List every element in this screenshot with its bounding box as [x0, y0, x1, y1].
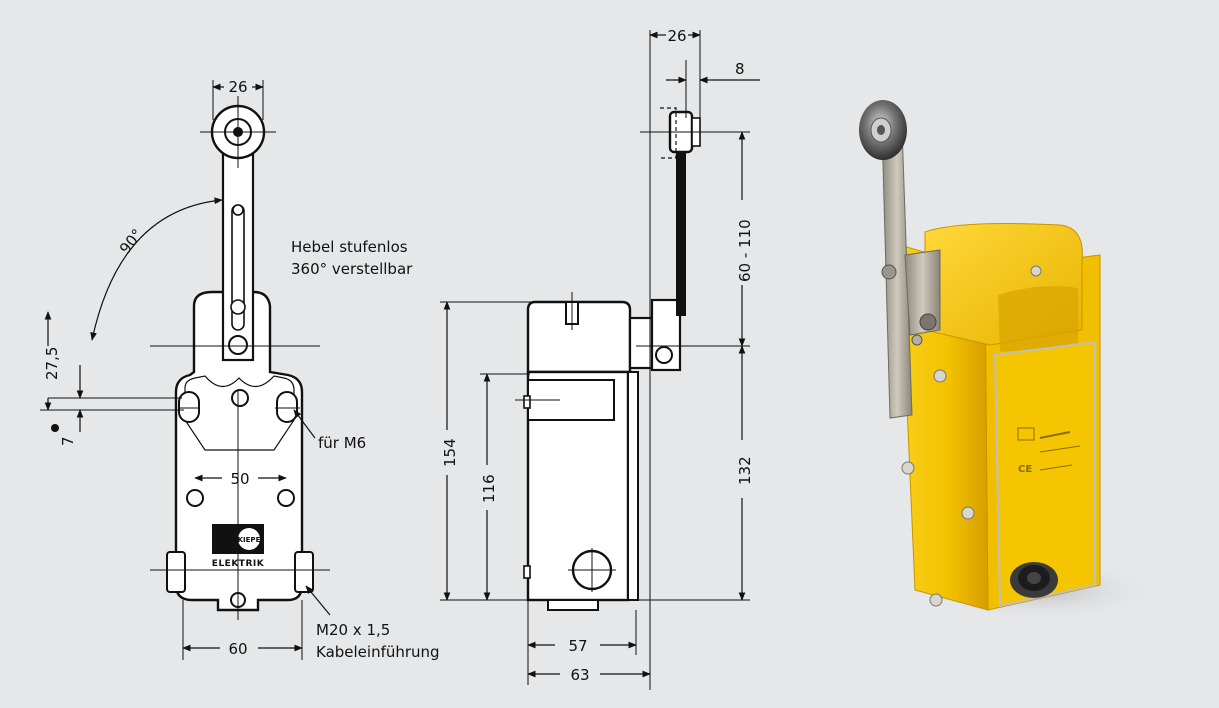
svg-text:154: 154	[441, 438, 459, 467]
svg-text:CE: CE	[1018, 464, 1032, 475]
side-dim-roller-offset: 8	[666, 60, 760, 118]
front-dim-lever-offset: 27,5	[43, 311, 84, 399]
front-view: KIEPE ELEKTRIK 26 90°	[40, 78, 440, 661]
svg-text:7: 7	[59, 436, 77, 446]
front-cable-entry-right	[294, 551, 314, 593]
svg-text:90°: 90°	[116, 225, 147, 257]
front-dim-mount-offset: 7	[44, 398, 84, 446]
side-dim-total-height: 154	[441, 301, 459, 601]
cable-note-line2: Kabeleinführung	[316, 643, 440, 661]
svg-text:26: 26	[228, 78, 247, 96]
side-view: 26 8 60 - 110 132 154	[440, 27, 760, 690]
lever-note-line2: 360° verstellbar	[291, 260, 413, 278]
svg-text:KIEPE: KIEPE	[238, 536, 261, 544]
cable-note-line1: M20 x 1,5	[316, 621, 390, 639]
svg-text:63: 63	[570, 666, 589, 684]
front-cable-entry-left	[166, 551, 186, 593]
front-dim-top-width: 26	[212, 78, 264, 120]
svg-text:116: 116	[480, 474, 498, 503]
side-dim-lever-range: 60 - 110	[736, 131, 754, 347]
svg-text:8: 8	[735, 60, 745, 78]
front-dim-hole-spacing: 50	[194, 470, 287, 488]
front-dim-base-width: 60	[182, 600, 303, 660]
front-mount-slot-left	[178, 391, 200, 423]
side-dim-roller-width: 26	[649, 27, 701, 45]
svg-text:60 - 110: 60 - 110	[736, 219, 754, 282]
photo-screws	[901, 265, 1042, 607]
product-photo: CE	[859, 100, 1160, 622]
side-dim-depth-outer: 63	[527, 666, 651, 684]
svg-text:57: 57	[568, 637, 587, 655]
lever-note-line1: Hebel stufenlos	[291, 238, 408, 256]
svg-text:60: 60	[228, 640, 247, 658]
svg-text:50: 50	[230, 470, 249, 488]
side-centerlines	[440, 30, 750, 690]
svg-text:132: 132	[736, 456, 754, 485]
side-lever-arm	[676, 120, 686, 316]
side-dim-body-height: 116	[480, 373, 498, 601]
svg-text:26: 26	[667, 27, 686, 45]
side-dim-lever-height: 132	[736, 345, 754, 601]
svg-text:27,5: 27,5	[43, 347, 61, 380]
photo-roller	[859, 100, 907, 160]
screw-note: für M6	[318, 434, 366, 452]
front-centerlines	[40, 96, 330, 620]
photo-cable-gland	[1010, 562, 1058, 598]
front-mount-slot-right	[276, 391, 298, 423]
front-cover-outline	[184, 375, 295, 451]
photo-lever	[881, 127, 941, 419]
photo-label: CE	[1017, 427, 1081, 475]
